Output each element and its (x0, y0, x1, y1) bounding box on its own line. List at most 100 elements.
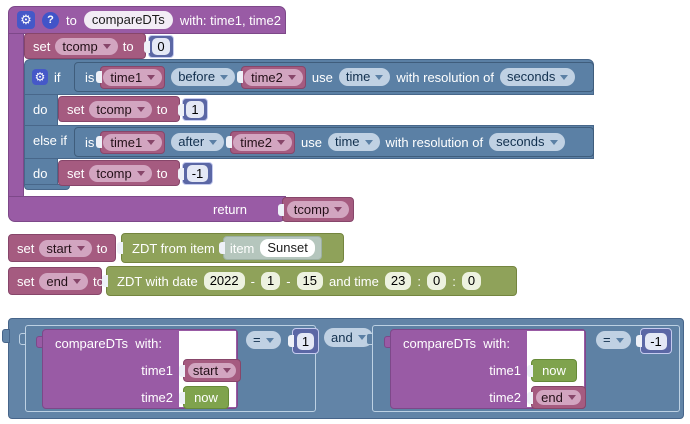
source-dropdown[interactable]: time (327, 133, 380, 151)
day-field[interactable]: 15 (296, 272, 323, 290)
chevron-down-icon (209, 139, 218, 145)
year-field[interactable]: 2022 (203, 272, 245, 290)
operator-dropdown[interactable]: before (171, 68, 236, 86)
return-variable-dropdown[interactable]: tcomp (286, 201, 350, 218)
operator-dropdown[interactable]: after (171, 133, 225, 151)
chevron-down-icon (223, 368, 232, 373)
if-block-foot[interactable] (24, 184, 70, 190)
date-separator: - (250, 273, 255, 289)
number-block-neg1[interactable]: -1 (182, 162, 213, 185)
chevron-down-icon (357, 335, 366, 340)
second-field[interactable]: 0 (461, 272, 482, 290)
now-block[interactable]: now (531, 359, 577, 382)
item-block[interactable]: item Sunset (222, 236, 322, 260)
number-field[interactable]: 1 (296, 332, 315, 350)
variable-dropdown[interactable]: tcomp (55, 37, 118, 55)
number-block-1-compare[interactable]: 1 (292, 328, 319, 354)
time1-dropdown[interactable]: time1 (103, 68, 163, 86)
chevron-down-icon (147, 139, 156, 145)
hour-field[interactable]: 23 (384, 272, 412, 290)
return-label: return (213, 201, 247, 217)
time-separator: : (452, 273, 456, 289)
number-field[interactable]: -1 (645, 332, 667, 350)
resolution-label: with resolution of (396, 69, 494, 85)
is-after-condition-block[interactable]: is time1 after time2 use time with resol… (74, 127, 594, 157)
function-name-field[interactable]: compareDTs (83, 11, 173, 29)
time2-dropdown[interactable]: time2 (244, 68, 303, 86)
time1-variable-block[interactable]: time1 (100, 130, 166, 154)
output-plug (366, 333, 373, 345)
chevron-down-icon (102, 43, 111, 49)
function-definition-header[interactable]: ⚙ ? to compareDTs with: time1, time2 (8, 6, 286, 34)
is-before-condition-block[interactable]: is time1 before time2 use time with reso… (74, 62, 594, 92)
start-variable-dropdown[interactable]: start (39, 239, 92, 257)
variable-dropdown[interactable]: tcomp (89, 164, 152, 182)
month-field[interactable]: 1 (260, 272, 281, 290)
zdt-with-date-block[interactable]: ZDT with date 2022 - 1 - 15 and time 23 … (106, 266, 517, 296)
chevron-down-icon (615, 337, 624, 343)
and-operator-dropdown[interactable]: and (324, 328, 373, 347)
equals-dropdown-left[interactable]: = (246, 331, 281, 349)
call-title: compareDTs with: (55, 336, 162, 351)
output-plug (36, 336, 43, 348)
end-variable-dropdown[interactable]: end (39, 272, 89, 290)
chevron-down-icon (76, 245, 85, 251)
to-label: to (156, 101, 168, 117)
do-label: do (33, 102, 48, 117)
gear-icon[interactable]: ⚙ (17, 11, 35, 29)
chevron-down-icon (560, 74, 569, 80)
if-label: if (54, 70, 61, 85)
number-field[interactable]: 0 (152, 38, 170, 55)
now-block[interactable]: now (183, 386, 229, 409)
to-label: to (122, 38, 134, 54)
resolution-dropdown[interactable]: seconds (499, 68, 576, 86)
set-tcomp-init-block[interactable]: set tcomp to (24, 33, 146, 59)
start-dropdown[interactable]: start (187, 363, 237, 378)
set-label: set (17, 240, 35, 256)
resolution-dropdown[interactable]: seconds (489, 133, 565, 151)
to-label: to (93, 273, 104, 289)
set-start-block[interactable]: set start to (8, 234, 116, 262)
time1-dropdown[interactable]: time1 (103, 133, 163, 151)
set-tcomp-neg1-block[interactable]: set tcomp to (58, 160, 180, 186)
time2-variable-block[interactable]: time2 (241, 65, 306, 89)
equals-dropdown-right[interactable]: = (596, 331, 631, 349)
help-icon[interactable]: ? (42, 11, 59, 29)
set-label: set (17, 273, 35, 289)
zdt-from-item-block[interactable]: ZDT from item item Sunset (121, 233, 344, 263)
elseif-label: else if (33, 133, 67, 148)
time2-variable-block[interactable]: time2 (230, 130, 295, 154)
chevron-down-icon (220, 74, 229, 80)
comparedts-call-block-2[interactable]: compareDTs with: time1 time2 now end (390, 329, 586, 409)
chevron-down-icon (265, 337, 274, 343)
number-block-0[interactable]: 0 (148, 35, 174, 58)
number-block-1[interactable]: 1 (182, 98, 208, 121)
time1-variable-block[interactable]: time1 (100, 65, 166, 89)
end-dropdown[interactable]: end (536, 390, 581, 405)
number-field[interactable]: 1 (186, 101, 204, 118)
chevron-down-icon (147, 74, 156, 80)
return-variable-block[interactable]: tcomp (282, 197, 354, 222)
set-label: set (33, 38, 51, 54)
minute-field[interactable]: 0 (426, 272, 447, 290)
end-variable-block[interactable]: end (531, 386, 586, 409)
start-variable-block[interactable]: start (183, 359, 241, 382)
number-field[interactable]: -1 (186, 165, 209, 182)
use-label: use (311, 69, 333, 85)
function-left-spine[interactable] (8, 33, 24, 197)
zdt-with-date-label: ZDT with date (117, 273, 198, 289)
gear-icon[interactable]: ⚙ (32, 69, 48, 85)
chevron-down-icon (364, 139, 373, 145)
set-end-block[interactable]: set end to (8, 267, 104, 295)
param-time1-label: time1 (489, 363, 521, 378)
source-dropdown[interactable]: time (338, 68, 391, 86)
chevron-down-icon (136, 170, 145, 176)
set-tcomp-1-block[interactable]: set tcomp to (58, 96, 180, 122)
time2-dropdown[interactable]: time2 (233, 133, 292, 151)
variable-dropdown[interactable]: tcomp (89, 100, 152, 118)
number-block-neg1-compare[interactable]: -1 (640, 328, 672, 354)
function-return-bar[interactable]: return (8, 196, 286, 222)
item-name-field[interactable]: Sunset (260, 239, 315, 257)
comparedts-call-block-1[interactable]: compareDTs with: time1 time2 start now (42, 329, 241, 409)
